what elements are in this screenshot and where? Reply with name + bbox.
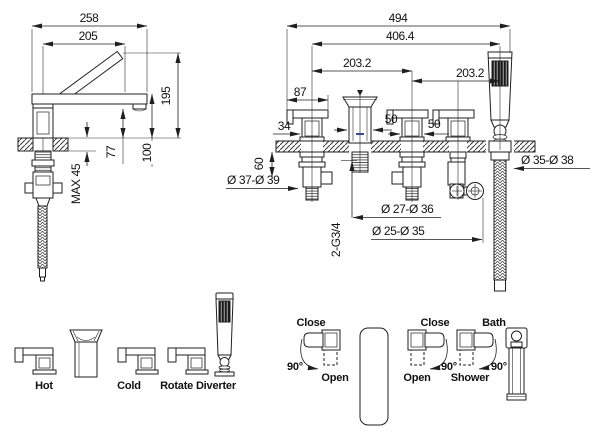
dim-hole-handle: Ø 37-Ø 39: [226, 173, 299, 192]
dim-494: 494: [286, 11, 511, 29]
hot-open-label: Open: [321, 372, 349, 384]
diverter-lever-shower-ghost: [459, 349, 474, 366]
hot-operation-diagram: Close 90° Open: [287, 317, 349, 384]
dim-203-2-left: 203.2: [311, 56, 413, 74]
dim-77: 77: [104, 108, 126, 164]
dim-thread-connection: 2-G3/4: [329, 160, 357, 257]
cold-rotation-arrow: [429, 338, 448, 371]
dim-203-2-right: 203.2: [411, 66, 501, 84]
deck-left: [17, 137, 34, 152]
right-view-drawing: 494 406.4 203.2 203.2 87 34 50 50: [226, 11, 590, 292]
dim-205: 205: [42, 29, 126, 47]
hole-spout-label: Ø 27-Ø 36: [381, 202, 434, 216]
legend-hot-label: Hot: [35, 380, 53, 392]
hot-lever-solid: [303, 332, 324, 348]
lever-side: [59, 50, 124, 102]
hot-handle-fixture: [286, 109, 329, 142]
spout-top-view: [359, 327, 389, 426]
dim-60: 60: [252, 151, 275, 178]
spout-outlet: [132, 103, 147, 110]
spout-arm: [31, 93, 148, 105]
hot-valve-body: [298, 151, 333, 201]
left-view-drawing: 258 205 195 77 100 MAX 45: [17, 11, 181, 282]
diverter-valve-body: [447, 151, 484, 200]
handshower-holder-icon: [505, 327, 528, 401]
faucet-side-view: [17, 50, 148, 282]
hot-handle-icon: [14, 347, 57, 375]
shower-nut: [490, 151, 510, 161]
dim-34: 34: [273, 119, 301, 137]
dim-hole-shower: Ø 35-Ø 38: [513, 153, 590, 172]
dim-494-label: 494: [389, 11, 409, 25]
dim-50-spout: 50: [334, 112, 398, 133]
cold-valve-body: [391, 151, 426, 201]
dim-195: 195: [159, 52, 181, 139]
dim-258: 258: [31, 11, 148, 29]
legend-cold-label: Cold: [117, 380, 141, 392]
fitting-wing-right: [52, 182, 63, 194]
diverter-operation-diagram: Bath 90° Shower: [451, 317, 507, 384]
diverter-handle-icon: [167, 347, 209, 375]
dim-406-4-label: 406.4: [386, 29, 415, 43]
dim-87-label: 87: [294, 85, 307, 99]
dim-203-2-left-label: 203.2: [343, 56, 372, 70]
legend-row: Hot Cold Rotate Diverter: [14, 292, 237, 392]
cold-close-label: Close: [421, 317, 450, 329]
dim-203-2-right-label: 203.2: [456, 66, 485, 80]
dim-100-label: 100: [140, 143, 154, 163]
operation-diagrams: Close 90° Open Close 90° Open Bath: [287, 317, 528, 426]
hot-lever-open-ghost: [323, 349, 338, 366]
dim-hole-spout: Ø 27-Ø 36: [352, 202, 441, 221]
hot-rotation-arrow: [300, 338, 319, 371]
diverter-angle-label: 90°: [491, 361, 507, 373]
fitting-wing-left: [24, 182, 34, 194]
deck-right: [52, 137, 69, 152]
legend-rotate-diverter-label: Rotate Diverter: [160, 380, 237, 392]
dim-87: 87: [286, 85, 329, 103]
diverter-lever-solid: [473, 332, 494, 348]
hole-handle-label: Ø 37-Ø 39: [227, 173, 280, 187]
dim-hole-diverter: Ø 25-Ø 35: [371, 224, 483, 243]
handshower-icon: [214, 292, 235, 377]
cold-angle-label: 90°: [441, 361, 457, 373]
cold-lever-solid: [424, 332, 445, 348]
dim-max-45-label: MAX 45: [69, 163, 83, 204]
diverter-rotation-arrow: [478, 338, 497, 371]
dim-34-label: 34: [278, 119, 291, 133]
thread-connection-label: 2-G3/4: [329, 222, 343, 257]
cold-handle-icon: [117, 347, 159, 375]
dim-50-handle-label: 50: [428, 117, 441, 131]
dim-205-label: 205: [79, 29, 99, 43]
diverter-bath-label: Bath: [482, 317, 506, 329]
spout-icon: [69, 329, 103, 378]
shower-hose: [493, 159, 507, 281]
dim-100: 100: [140, 93, 158, 167]
dim-258-label: 258: [80, 11, 100, 25]
mounting-nut: [31, 159, 55, 167]
dim-60-label: 60: [252, 157, 266, 170]
hot-close-label: Close: [297, 317, 326, 329]
dim-50-spout-label: 50: [385, 112, 398, 126]
cold-operation-diagram: Close 90° Open: [403, 317, 457, 384]
hole-shower-label: Ø 35-Ø 38: [521, 153, 574, 167]
hole-diverter-label: Ø 25-Ø 35: [372, 224, 425, 238]
cold-lever-open-ghost: [410, 349, 425, 366]
dim-195-label: 195: [159, 86, 173, 106]
dim-77-label: 77: [104, 145, 118, 158]
dim-50-handle: 50: [388, 117, 449, 137]
cold-open-label: Open: [403, 372, 431, 384]
hot-angle-label: 90°: [287, 361, 303, 373]
supply-hose: [37, 205, 48, 269]
diverter-shower-label: Shower: [451, 372, 490, 384]
dim-max-45: MAX 45: [69, 122, 90, 204]
dim-406-4: 406.4: [311, 29, 501, 47]
